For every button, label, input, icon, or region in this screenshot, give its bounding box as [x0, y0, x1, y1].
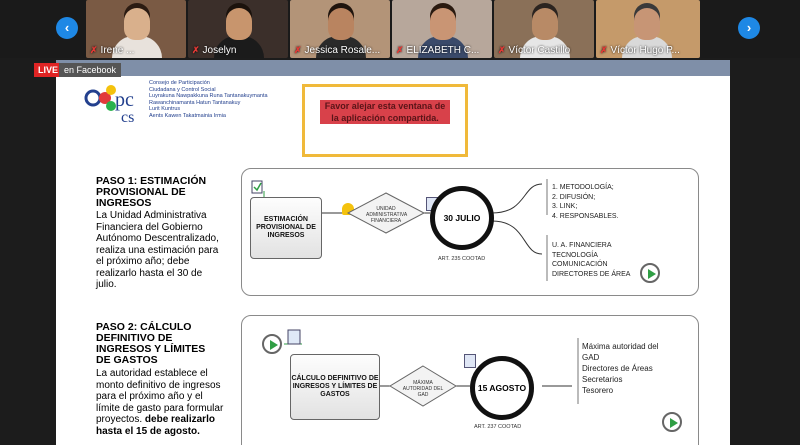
participant-name: ✗Jessica Rosale...	[294, 45, 381, 56]
participant-name: ✗ELIZABETH C...	[396, 45, 480, 56]
step1-article: ART. 235 COOTAD	[438, 256, 486, 262]
step1-decision-node: UNIDAD ADMINISTRATIVA FINANCIERA	[346, 191, 426, 235]
svg-text:pc: pc	[115, 89, 134, 111]
step1-description: La Unidad Administrativa Financiera del …	[96, 210, 219, 290]
step2-play-button[interactable]	[662, 412, 682, 432]
facebook-badge: en Facebook	[59, 63, 122, 77]
warning-box: Favor alejar esta ventana de la aplicaci…	[302, 84, 468, 157]
step1-title: PASO 1: ESTIMACIÓN PROVISIONAL DE INGRES…	[96, 175, 207, 209]
previous-participants-button[interactable]: ‹	[56, 17, 78, 39]
participant-tile[interactable]: ✗ELIZABETH C...	[392, 0, 492, 58]
step2-description: La autoridad establece el monto definiti…	[96, 368, 224, 437]
step2-decision-node: MÁXIMA AUTORIDAD DEL GAD	[388, 364, 458, 408]
step2-deadline-note: debe realizarlo hasta el 15 de agosto.	[96, 414, 215, 437]
mic-muted-icon: ✗	[600, 45, 608, 55]
step2-decision-label: MÁXIMA AUTORIDAD DEL GAD	[402, 380, 444, 398]
step2-title: PASO 2: CÁLCULO DEFINITIVO DE INGRESOS Y…	[96, 321, 206, 366]
step1-decision-label: UNIDAD ADMINISTRATIVA FINANCIERA	[366, 206, 408, 224]
mic-muted-icon: ✗	[90, 45, 98, 55]
step2-article: ART. 237 COOTAD	[474, 424, 522, 430]
step1-flow-panel: ESTIMACIÓN PROVISIONAL DE INGRESOS UNIDA…	[241, 168, 699, 296]
participant-strip: ‹ ✗Irene ... ✗Joselyn ✗Jessica Rosale...…	[0, 0, 800, 58]
participant-name: ✗Joselyn	[192, 45, 237, 56]
mic-muted-icon: ✗	[498, 45, 506, 55]
step2-flow-panel: CÁLCULO DEFINITIVO DE INGRESOS Y LÍMITES…	[241, 315, 699, 445]
step1-list-top: 1. METODOLOGÍA; 2. DIFUSIÓN; 3. LINK; 4.…	[552, 184, 619, 220]
participant-tile[interactable]: ✗Irene ...	[86, 0, 186, 58]
mic-muted-icon: ✗	[294, 45, 302, 55]
shared-screen-header	[56, 60, 730, 76]
step2-connectors	[284, 329, 579, 404]
participant-tile[interactable]: ✗Jessica Rosale...	[290, 0, 390, 58]
participant-tile[interactable]: ✗Joselyn	[188, 0, 288, 58]
shared-screen: pc cs Consejo de Participación Ciudadana…	[56, 60, 730, 445]
mic-muted-icon: ✗	[396, 45, 404, 55]
participant-name: ✗Víctor Castillo	[498, 45, 571, 56]
logo-caption: Consejo de Participación Ciudadana y Con…	[149, 80, 268, 119]
step2-process-node: CÁLCULO DEFINITIVO DE INGRESOS Y LÍMITES…	[290, 354, 380, 420]
next-participants-button[interactable]: ›	[738, 17, 760, 39]
document-icon	[464, 354, 476, 368]
step1-process-node: ESTIMACIÓN PROVISIONAL DE INGRESOS	[250, 197, 322, 259]
participant-tile[interactable]: ✗Víctor Hugo P...	[596, 0, 700, 58]
cpccs-logo: pc cs	[84, 85, 134, 126]
warning-text: Favor alejar esta ventana de la aplicaci…	[320, 100, 450, 124]
step1-connectors	[251, 179, 548, 281]
participant-tile[interactable]: ✗Víctor Castillo	[494, 0, 594, 58]
step1-play-button[interactable]	[640, 263, 660, 283]
step2-start-button[interactable]	[262, 334, 282, 354]
step1-list-bottom: U. A. FINANCIERA TECNOLOGÍA COMUNICACIÓN…	[552, 242, 631, 278]
step2-list: Máxima autoridad del GAD Directores de Á…	[582, 342, 659, 395]
step1-deadline-circle: 30 JULIO	[430, 186, 494, 250]
step2-deadline-circle: 15 AGOSTO	[470, 356, 534, 420]
svg-text:cs: cs	[121, 109, 134, 126]
participant-name: ✗Irene ...	[90, 45, 135, 56]
mic-muted-icon: ✗	[192, 45, 200, 55]
live-badge: LIVE	[34, 63, 63, 77]
participant-name: ✗Víctor Hugo P...	[600, 45, 680, 56]
